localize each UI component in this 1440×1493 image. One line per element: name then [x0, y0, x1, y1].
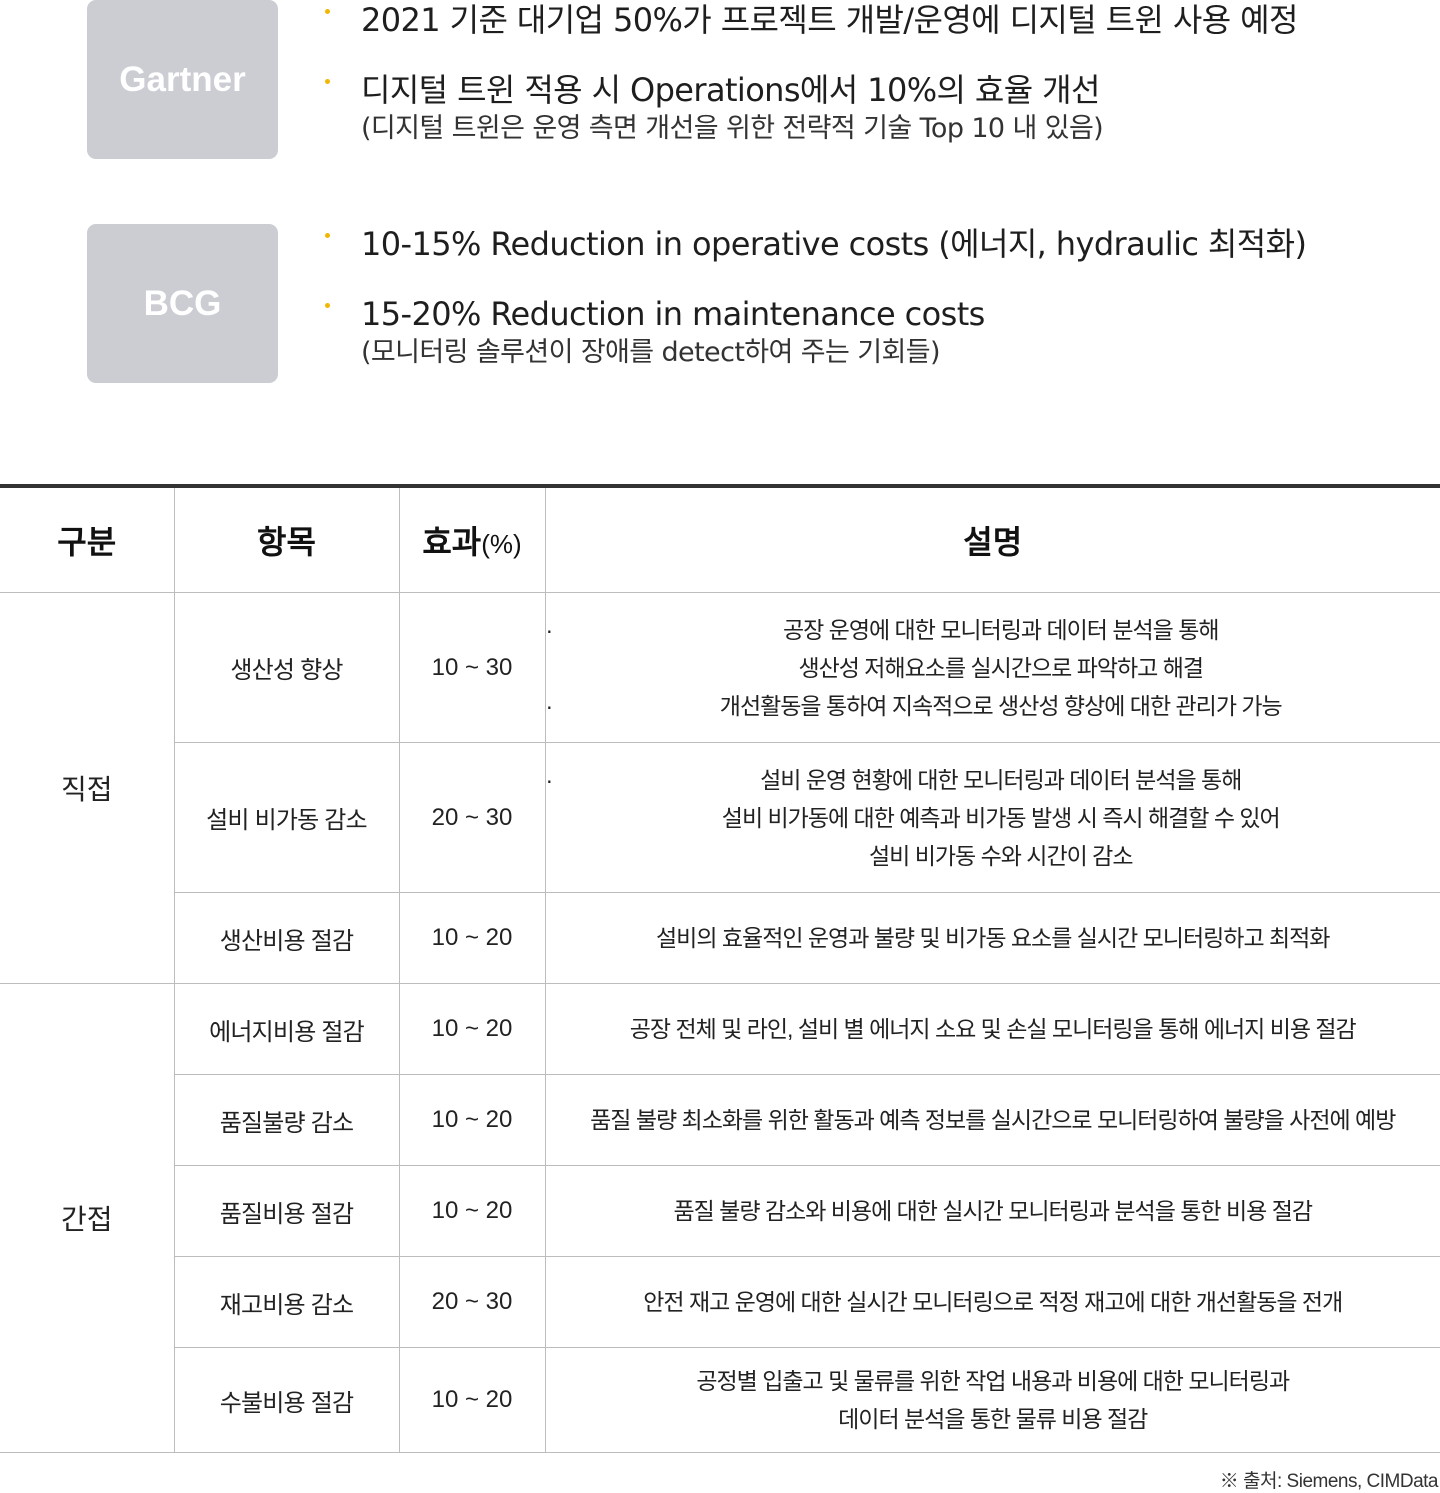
- description-cell: 품질 불량 최소화를 위한 활동과 예측 정보를 실시간으로 모니터링하여 불량…: [545, 1075, 1440, 1166]
- table-row: 수불비용 절감 10 ~ 20 공정별 입출고 및 물류를 위한 작업 내용과 …: [0, 1348, 1440, 1453]
- bcg-bullet-list: 10-15% Reduction in operative costs (에너지…: [323, 224, 1306, 372]
- table-row: 간접 에너지비용 절감 10 ~ 20 공장 전체 및 라인, 설비 별 에너지…: [0, 984, 1440, 1075]
- effect-cell: 10 ~ 20: [399, 1166, 545, 1257]
- effect-cell: 10 ~ 20: [399, 1348, 545, 1453]
- table-row: 품질비용 절감 10 ~ 20 품질 불량 감소와 비용에 대한 실시간 모니터…: [0, 1166, 1440, 1257]
- table-row: 직접 생산성 향상 10 ~ 30 공장 운영에 대한 모니터링과 데이터 분석…: [0, 593, 1440, 743]
- description-line: 생산성 저해요소를 실시간으로 파악하고 해결: [546, 649, 1440, 687]
- header-effect-unit: (%): [481, 529, 521, 559]
- description-line: 설비의 효율적인 운영과 불량 및 비가동 요소를 실시간 모니터링하고 최적화: [546, 919, 1440, 957]
- source-badge-gartner: Gartner: [87, 0, 278, 159]
- bullet-item: 2021 기준 대기업 50%가 프로젝트 개발/운영에 디지털 트윈 사용 예…: [323, 0, 1298, 70]
- effect-cell: 10 ~ 20: [399, 984, 545, 1075]
- effect-cell: 10 ~ 30: [399, 593, 545, 743]
- description-cell: 설비 운영 현황에 대한 모니터링과 데이터 분석을 통해 설비 비가동에 대한…: [545, 743, 1440, 893]
- effect-cell: 10 ~ 20: [399, 1075, 545, 1166]
- description-cell: 설비의 효율적인 운영과 불량 및 비가동 요소를 실시간 모니터링하고 최적화: [545, 893, 1440, 984]
- bullet-dot-icon: [325, 9, 330, 14]
- description-line: 설비 비가동에 대한 예측과 비가동 발생 시 즉시 해결할 수 있어: [546, 799, 1440, 837]
- description-cell: 공정별 입출고 및 물류를 위한 작업 내용과 비용에 대한 모니터링과 데이터…: [545, 1348, 1440, 1453]
- item-cell: 재고비용 감소: [174, 1257, 399, 1348]
- item-cell: 설비 비가동 감소: [174, 743, 399, 893]
- bullet-text: 2021 기준 대기업 50%가 프로젝트 개발/운영에 디지털 트윈 사용 예…: [361, 0, 1298, 40]
- item-cell: 생산성 향상: [174, 593, 399, 743]
- description-cell: 품질 불량 감소와 비용에 대한 실시간 모니터링과 분석을 통한 비용 절감: [545, 1166, 1440, 1257]
- description-line: 공정별 입출고 및 물류를 위한 작업 내용과 비용에 대한 모니터링과: [546, 1362, 1440, 1400]
- description-line: 공장 전체 및 라인, 설비 별 에너지 소요 및 손실 모니터링을 통해 에너…: [546, 1010, 1440, 1048]
- item-cell: 품질불량 감소: [174, 1075, 399, 1166]
- table-row: 품질불량 감소 10 ~ 20 품질 불량 최소화를 위한 활동과 예측 정보를…: [0, 1075, 1440, 1166]
- bullet-item: 디지털 트윈 적용 시 Operations에서 10%의 효율 개선 (디지털…: [323, 70, 1298, 148]
- effect-cell: 20 ~ 30: [399, 1257, 545, 1348]
- description-line: 설비 비가동 수와 시간이 감소: [546, 837, 1440, 875]
- bullet-item: 10-15% Reduction in operative costs (에너지…: [323, 224, 1306, 294]
- description-cell: 안전 재고 운영에 대한 실시간 모니터링으로 적정 재고에 대한 개선활동을 …: [545, 1257, 1440, 1348]
- bullet-subtext: (디지털 트윈은 운영 측면 개선을 위한 전략적 기술 Top 10 내 있음…: [361, 110, 1298, 148]
- source-badge-bcg: BCG: [87, 224, 278, 383]
- item-cell: 생산비용 절감: [174, 893, 399, 984]
- description-line: 품질 불량 최소화를 위한 활동과 예측 정보를 실시간으로 모니터링하여 불량…: [546, 1101, 1440, 1139]
- gartner-bullet-list: 2021 기준 대기업 50%가 프로젝트 개발/운영에 디지털 트윈 사용 예…: [323, 0, 1298, 148]
- bullet-dot-icon: [325, 233, 330, 238]
- table-row: 재고비용 감소 20 ~ 30 안전 재고 운영에 대한 실시간 모니터링으로 …: [0, 1257, 1440, 1348]
- description-line: 설비 운영 현황에 대한 모니터링과 데이터 분석을 통해: [546, 761, 1440, 799]
- bullet-text: 디지털 트윈 적용 시 Operations에서 10%의 효율 개선: [361, 70, 1298, 110]
- bullet-subtext: (모니터링 솔루션이 장애를 detect하여 주는 기회들): [361, 334, 1306, 372]
- effect-cell: 20 ~ 30: [399, 743, 545, 893]
- description-line: 품질 불량 감소와 비용에 대한 실시간 모니터링과 분석을 통한 비용 절감: [546, 1192, 1440, 1230]
- header-effect: 효과(%): [399, 486, 545, 593]
- description-cell: 공장 전체 및 라인, 설비 별 에너지 소요 및 손실 모니터링을 통해 에너…: [545, 984, 1440, 1075]
- source-footnote: ※ 출처: Siemens, CIMData: [1220, 1466, 1438, 1493]
- digital-twin-effects-table: 구분 항목 효과(%) 설명 직접 생산성 향상 10 ~ 30 공장 운영에 …: [0, 484, 1440, 1453]
- bullet-text: 10-15% Reduction in operative costs (에너지…: [361, 224, 1306, 264]
- header-category: 구분: [0, 486, 174, 593]
- bullet-text: 15-20% Reduction in maintenance costs: [361, 294, 1306, 334]
- header-description: 설명: [545, 486, 1440, 593]
- item-cell: 품질비용 절감: [174, 1166, 399, 1257]
- bullet-dot-icon: [325, 79, 330, 84]
- table-row: 생산비용 절감 10 ~ 20 설비의 효율적인 운영과 불량 및 비가동 요소…: [0, 893, 1440, 984]
- effect-cell: 10 ~ 20: [399, 893, 545, 984]
- header-effect-label: 효과: [422, 524, 481, 560]
- header-item: 항목: [174, 486, 399, 593]
- table-header-row: 구분 항목 효과(%) 설명: [0, 486, 1440, 593]
- item-cell: 수불비용 절감: [174, 1348, 399, 1453]
- bullet-dot-icon: [325, 303, 330, 308]
- description-line: 데이터 분석을 통한 물류 비용 절감: [546, 1400, 1440, 1438]
- category-cell: 직접: [0, 593, 174, 984]
- description-cell: 공장 운영에 대한 모니터링과 데이터 분석을 통해 생산성 저해요소를 실시간…: [545, 593, 1440, 743]
- bullet-item: 15-20% Reduction in maintenance costs (모…: [323, 294, 1306, 372]
- table-row: 설비 비가동 감소 20 ~ 30 설비 운영 현황에 대한 모니터링과 데이터…: [0, 743, 1440, 893]
- category-cell: 간접: [0, 984, 174, 1453]
- description-line: 안전 재고 운영에 대한 실시간 모니터링으로 적정 재고에 대한 개선활동을 …: [546, 1283, 1440, 1321]
- description-line: 공장 운영에 대한 모니터링과 데이터 분석을 통해: [546, 611, 1440, 649]
- description-line: 개선활동을 통하여 지속적으로 생산성 향상에 대한 관리가 가능: [546, 687, 1440, 725]
- item-cell: 에너지비용 절감: [174, 984, 399, 1075]
